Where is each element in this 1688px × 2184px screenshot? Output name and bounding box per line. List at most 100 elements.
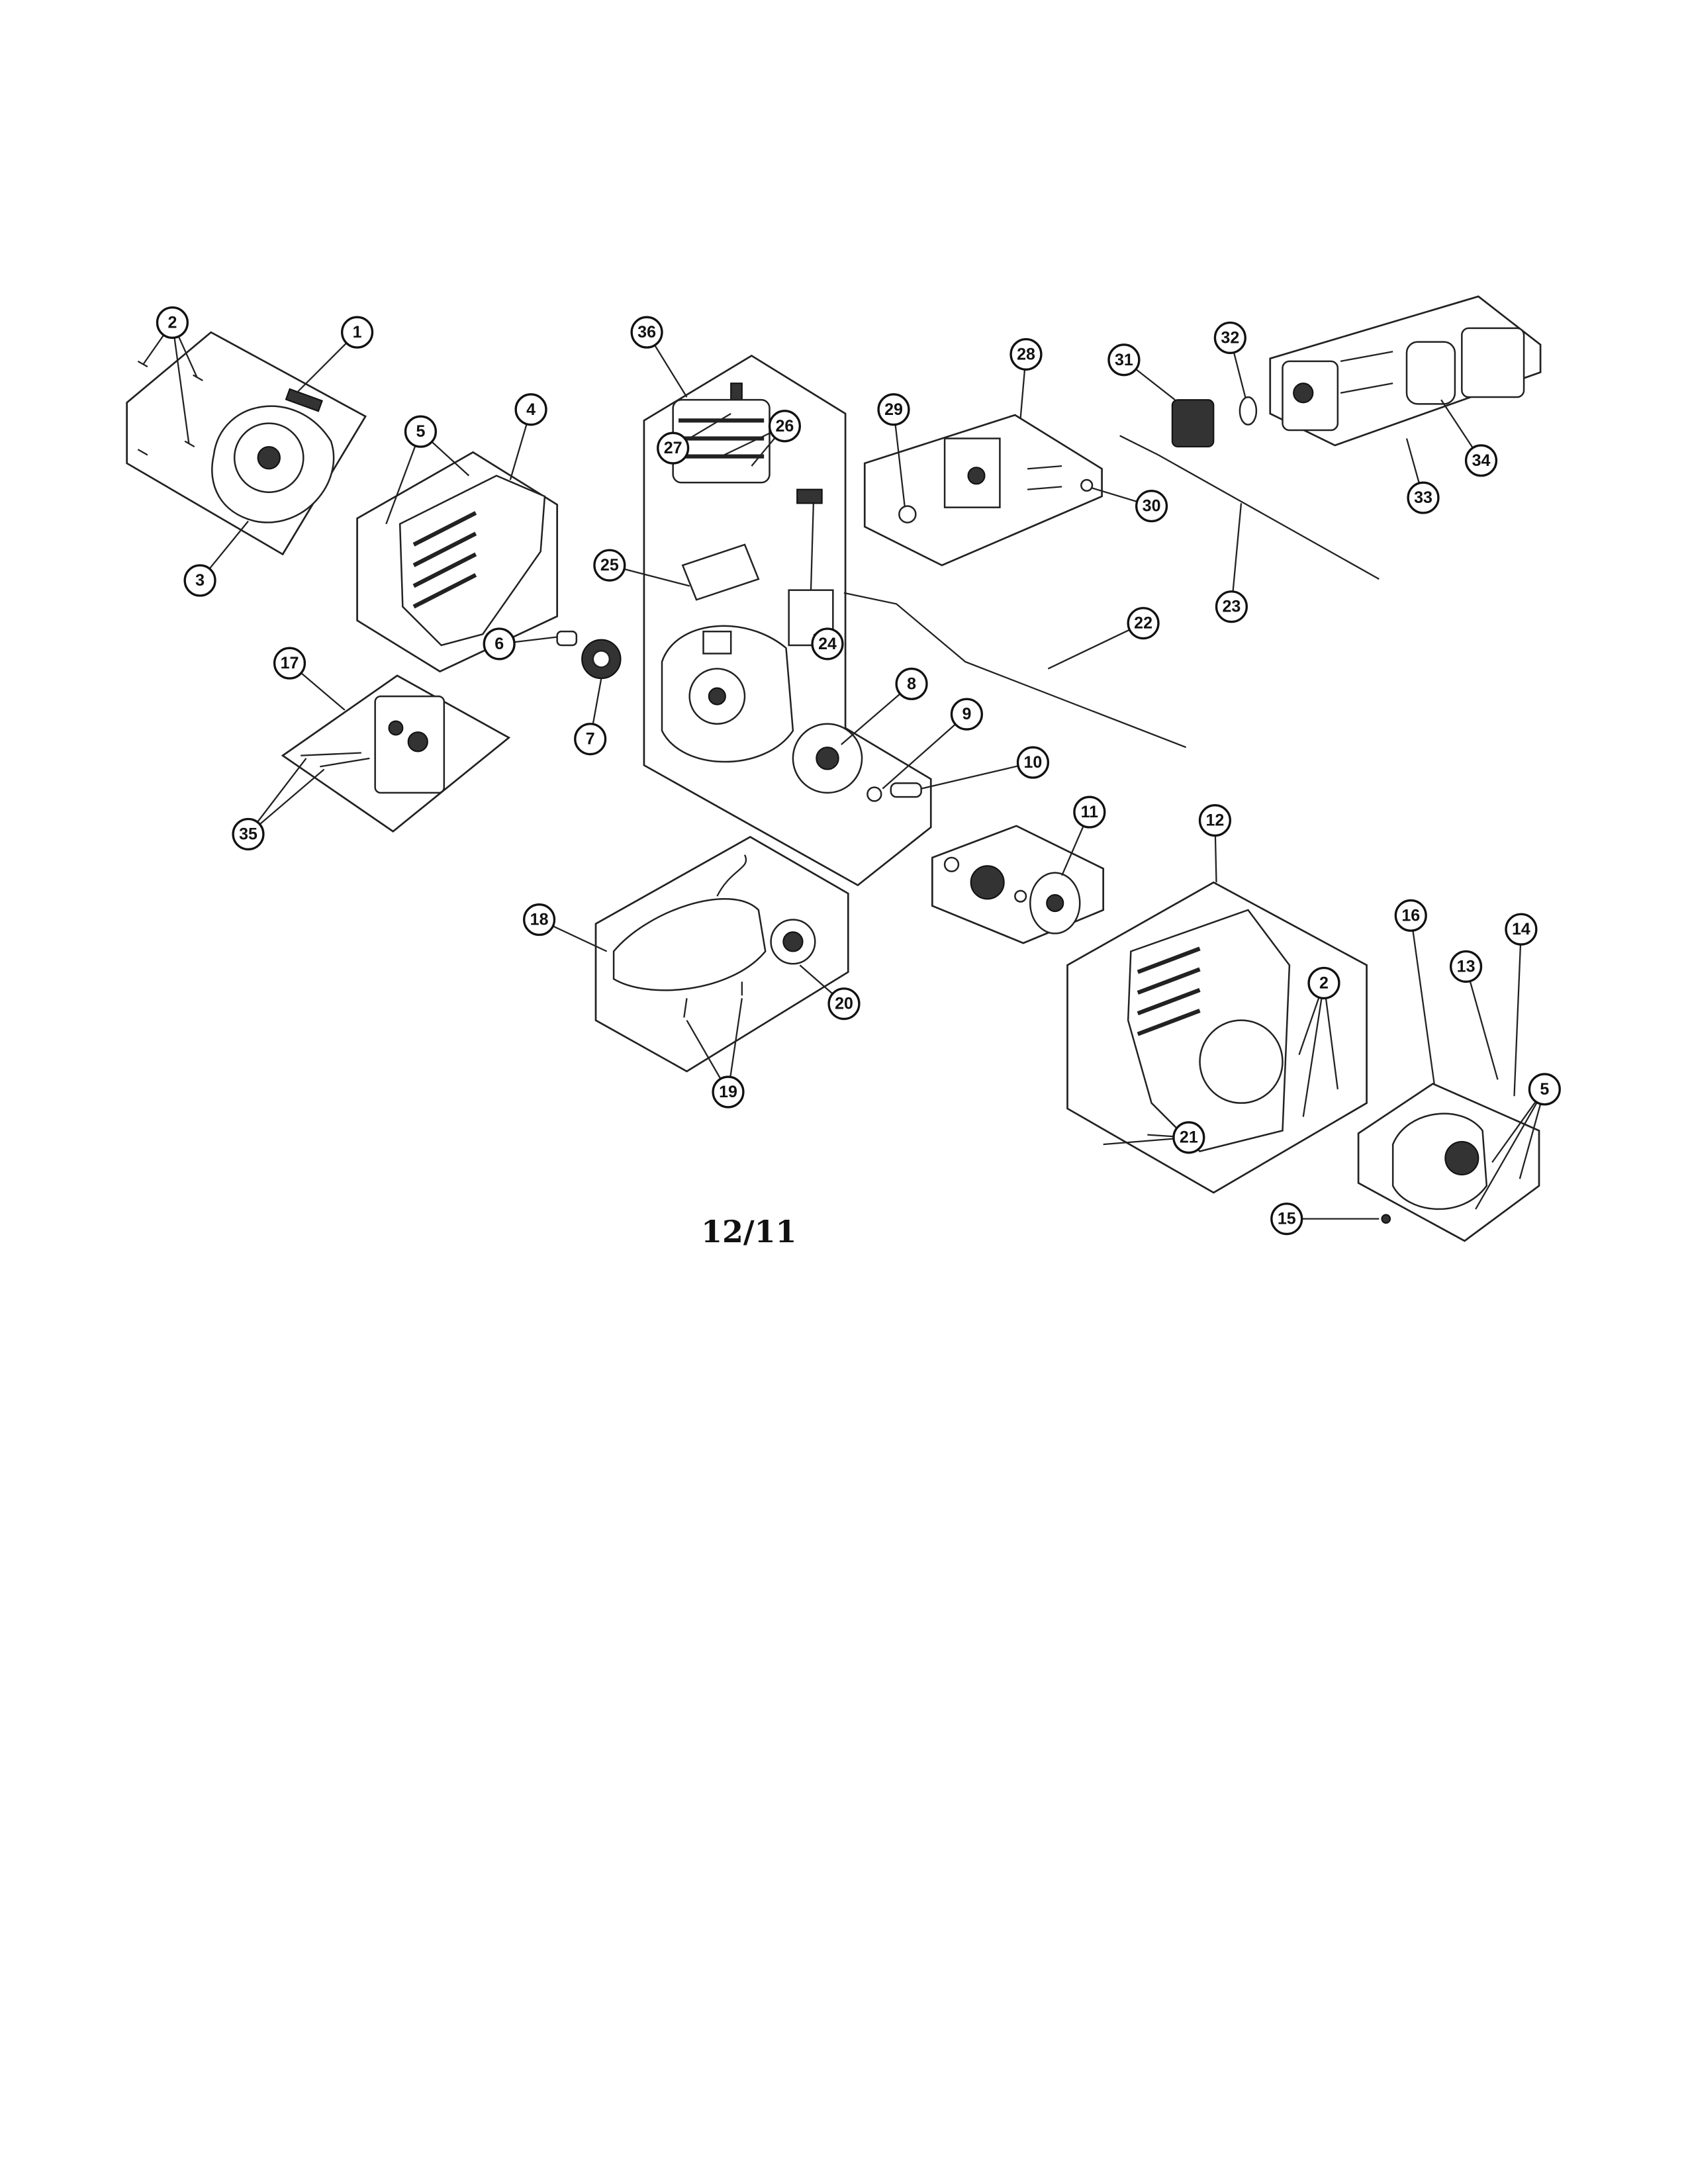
callout-33[interactable]: 33 [1407,481,1440,514]
callout-28[interactable]: 28 [1009,338,1043,371]
callout-15[interactable]: 15 [1270,1203,1303,1236]
svg-text:21: 21 [1180,1128,1198,1147]
svg-text:22: 22 [1134,614,1152,633]
svg-text:11: 11 [1081,803,1099,821]
svg-text:14: 14 [1512,920,1530,938]
part-ignition-coil [788,488,834,647]
svg-text:6: 6 [494,635,504,653]
callout-14[interactable]: 14 [1505,913,1538,946]
group-air-cleaner [1269,295,1542,447]
callout-2-housing[interactable]: 2 [1307,966,1340,999]
svg-text:2: 2 [167,314,177,332]
part-fan-housing [399,475,546,647]
part-clutch-housing [1391,1113,1488,1210]
callouts: 1 2 3 4 5 17 35 6 7 36 27 26 25 24 8 9 1… [156,306,1561,1236]
svg-text:13: 13 [1457,957,1476,976]
callout-2[interactable]: 2 [156,306,189,340]
svg-text:19: 19 [719,1083,737,1101]
svg-text:34: 34 [1472,451,1491,470]
callout-8[interactable]: 8 [895,667,928,700]
callout-11[interactable]: 11 [1073,796,1106,829]
part-spacer [556,630,578,647]
svg-text:24: 24 [818,635,837,653]
svg-text:20: 20 [835,995,853,1013]
callout-26[interactable]: 26 [768,410,801,443]
part-muffler [612,854,816,1018]
svg-text:7: 7 [586,730,595,749]
svg-text:5: 5 [1540,1080,1549,1099]
callout-20[interactable]: 20 [827,987,861,1021]
part-bracket [898,437,1094,523]
svg-text:12: 12 [1206,811,1225,830]
part-recoil-starter [137,360,335,523]
callout-4[interactable]: 4 [514,393,547,426]
parts [137,327,1525,1224]
callout-36[interactable]: 36 [630,316,663,349]
callout-27[interactable]: 27 [657,432,690,465]
svg-text:23: 23 [1223,598,1241,616]
part-wire-harness [843,592,1187,749]
svg-text:31: 31 [1115,351,1133,369]
svg-text:18: 18 [530,911,549,929]
callout-10[interactable]: 10 [1016,746,1049,779]
callout-35[interactable]: 35 [232,817,265,850]
part-crankcase [661,625,794,763]
callout-12[interactable]: 12 [1198,804,1231,837]
svg-text:15: 15 [1278,1210,1296,1228]
part-engine-housing [1127,909,1291,1152]
callout-3[interactable]: 3 [183,564,216,597]
callout-5[interactable]: 5 [404,415,438,448]
svg-text:1: 1 [353,323,362,341]
part-air-cleaner [1282,327,1525,432]
part-throttle-cable [1119,435,1380,580]
callout-21[interactable]: 21 [1172,1121,1205,1154]
callout-6[interactable]: 6 [483,627,516,660]
callout-18[interactable]: 18 [523,903,556,936]
svg-text:33: 33 [1414,488,1432,507]
group-air-filter-box [281,674,511,833]
svg-text:17: 17 [281,654,299,672]
callout-34[interactable]: 34 [1464,444,1498,477]
svg-text:36: 36 [637,323,656,341]
callout-30[interactable]: 30 [1135,490,1168,523]
svg-text:27: 27 [664,439,682,457]
svg-text:5: 5 [416,422,425,441]
part-carburetor [1171,399,1215,448]
callout-29[interactable]: 29 [877,393,910,426]
svg-text:4: 4 [526,400,536,419]
callout-22[interactable]: 22 [1127,607,1160,640]
group-muffler [594,836,849,1073]
svg-text:26: 26 [776,417,794,435]
callout-25[interactable]: 25 [593,549,626,582]
group-bracket [863,414,1103,567]
callout-13[interactable]: 13 [1450,950,1483,983]
callout-1[interactable]: 1 [341,316,374,349]
callout-31[interactable]: 31 [1107,343,1141,377]
part-nut [1381,1214,1391,1224]
callout-5-clutch[interactable]: 5 [1528,1073,1561,1106]
svg-text:10: 10 [1024,753,1043,772]
callout-16[interactable]: 16 [1394,899,1427,932]
svg-text:2: 2 [1319,974,1329,992]
svg-text:8: 8 [907,674,916,693]
svg-text:3: 3 [195,571,205,590]
callout-32[interactable]: 32 [1213,321,1246,354]
callout-23[interactable]: 23 [1215,590,1248,623]
callout-24[interactable]: 24 [811,627,844,660]
group-outlines [126,295,1542,1242]
group-fan-housing [356,451,559,673]
callout-19[interactable]: 19 [712,1075,745,1109]
group-engine-housing [1066,881,1368,1194]
svg-text:25: 25 [600,556,619,574]
part-shaft-tube [890,782,922,798]
svg-text:32: 32 [1221,328,1239,347]
svg-text:30: 30 [1143,497,1161,516]
group-clutch-housing [1357,1082,1540,1242]
callout-9[interactable]: 9 [950,698,983,731]
group-clutch [931,825,1105,944]
callout-17[interactable]: 17 [273,647,306,680]
part-flywheel [792,723,863,794]
callout-7[interactable]: 7 [574,723,607,756]
svg-text:28: 28 [1017,345,1035,363]
